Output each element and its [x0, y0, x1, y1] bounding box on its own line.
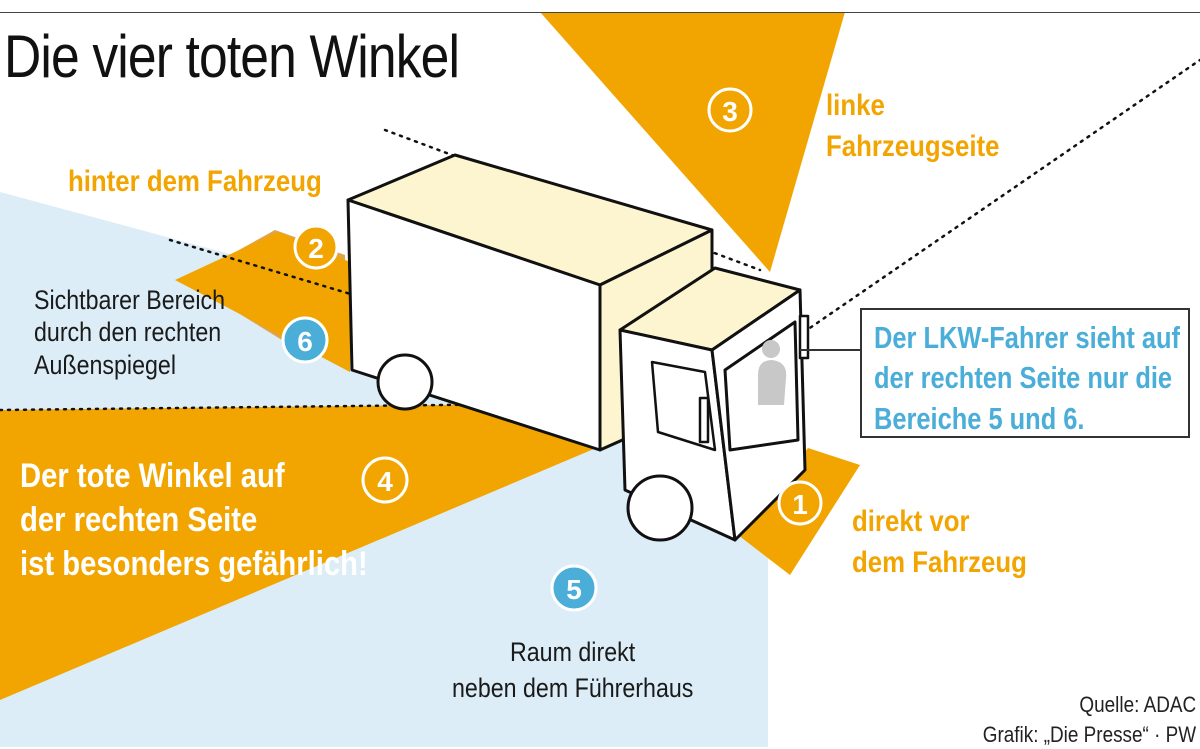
svg-text:2: 2: [308, 233, 324, 264]
svg-text:4: 4: [377, 466, 393, 497]
zone-5-label: Raum direkt: [510, 637, 636, 667]
zone-3-blind-area: [540, 12, 845, 272]
page-title: Die vier toten Winkel: [4, 23, 460, 90]
svg-text:1: 1: [792, 489, 808, 520]
marker-4: 4: [361, 456, 409, 504]
svg-text:5: 5: [566, 574, 582, 605]
info-box: Der LKW-Fahrer sieht auf der rechten Sei…: [860, 308, 1190, 438]
truck-side-window: [650, 360, 717, 452]
source-credit: Quelle: ADAC Grafik: „Die Presse“ · PW: [982, 692, 1196, 747]
zone-5-label-line2: neben dem Führerhaus: [452, 673, 694, 703]
front-wheel: [626, 474, 694, 542]
truck-right-mirror: [698, 396, 710, 444]
marker-1: 1: [777, 480, 823, 526]
truck: [346, 153, 810, 542]
driver-icon: [758, 340, 787, 405]
marker-6: 6: [281, 316, 329, 364]
top-rule: [0, 12, 1200, 13]
marker-5: 5: [550, 564, 598, 612]
zone-3-label: linke Fahrzeugseite: [826, 89, 1000, 163]
rear-wheel: [376, 353, 434, 411]
zone-4-label: Der tote Winkel auf der rechten Seite is…: [20, 457, 368, 584]
svg-text:3: 3: [722, 96, 738, 127]
svg-text:6: 6: [297, 326, 313, 357]
marker-3: 3: [707, 87, 753, 133]
marker-2: 2: [293, 224, 339, 270]
truck-mirror: [798, 314, 810, 360]
info-box-text: Der LKW-Fahrer sieht auf der rechten Sei…: [874, 320, 1180, 436]
zone-1-label: direkt vor dem Fahrzeug: [852, 505, 1027, 579]
zone-2-label: hinter dem Fahrzeug: [68, 165, 322, 198]
zone-6-label: Sichtbarer Bereich durch den rechten Auß…: [34, 285, 226, 380]
zone-4-blind-area: [0, 402, 705, 700]
